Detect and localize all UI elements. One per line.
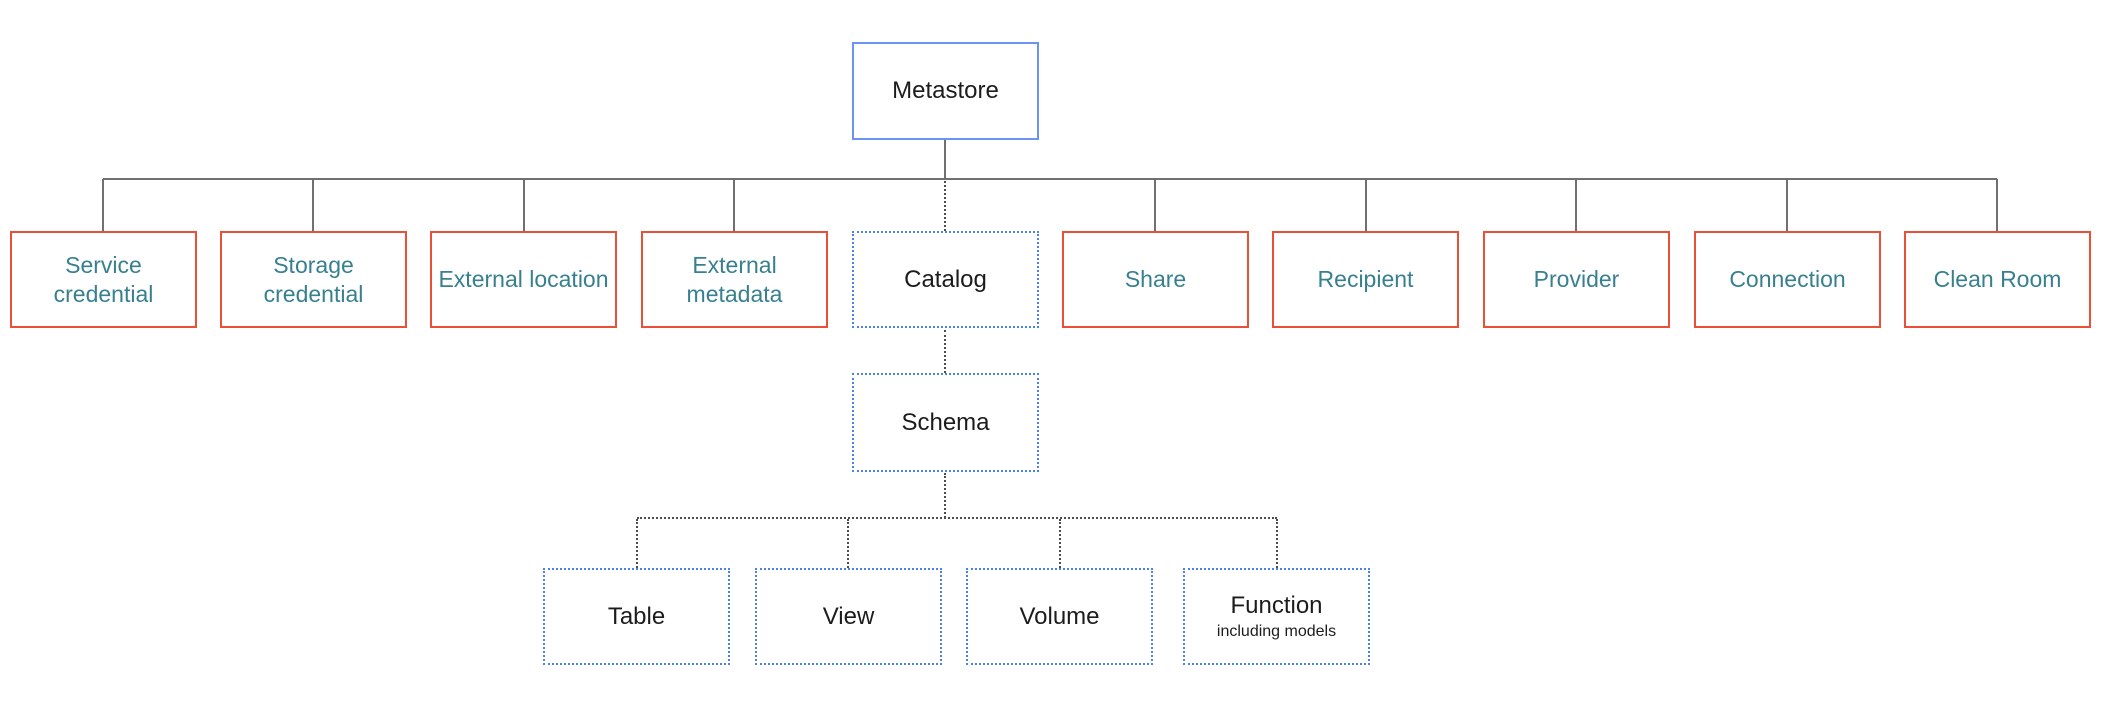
connector-drop-clean-room [1996, 179, 1998, 232]
connector-metastore-stem [944, 140, 946, 179]
node-storage-credential: Storage credential [220, 231, 407, 328]
node-external-metadata: External metadata [641, 231, 828, 328]
node-clean-room: Clean Room [1904, 231, 2091, 328]
node-schema: Schema [852, 373, 1039, 472]
connector-catalog-schema [944, 330, 946, 373]
node-share-label: Share [1124, 266, 1187, 293]
node-function-label: Function [1230, 592, 1323, 620]
node-storage-credential-label: Storage credential [263, 252, 364, 307]
connector-drop-external-location [523, 179, 525, 232]
node-service-credential-label: Service credential [53, 252, 154, 307]
connector-schema-stem [944, 473, 946, 518]
connector-drop-external-metadata [733, 179, 735, 232]
node-provider: Provider [1483, 231, 1670, 328]
node-volume-label: Volume [1019, 602, 1100, 630]
node-function: Function including models [1183, 568, 1370, 665]
connector-drop-share [1154, 179, 1156, 232]
node-view-label: View [822, 602, 875, 630]
node-table-label: Table [607, 602, 666, 630]
connector-drop-recipient [1365, 179, 1367, 232]
node-metastore: Metastore [852, 42, 1039, 140]
connector-drop-table [636, 519, 638, 568]
node-recipient-label: Recipient [1317, 266, 1414, 293]
node-catalog: Catalog [852, 231, 1039, 328]
connector-tier1-bus [103, 178, 1997, 180]
connector-drop-catalog [944, 181, 946, 231]
node-connection: Connection [1694, 231, 1881, 328]
node-recipient: Recipient [1272, 231, 1459, 328]
node-service-credential: Service credential [10, 231, 197, 328]
connector-tier3-bus [637, 517, 1277, 519]
node-schema-label: Schema [901, 408, 990, 436]
node-connection-label: Connection [1729, 266, 1846, 293]
node-catalog-label: Catalog [904, 265, 987, 293]
connector-drop-storage-credential [312, 179, 314, 232]
node-external-location: External location [430, 231, 617, 328]
connector-drop-provider [1575, 179, 1577, 232]
node-external-metadata-label: External metadata [686, 252, 783, 307]
connector-drop-view [847, 519, 849, 568]
node-function-sublabel: including models [1216, 623, 1337, 641]
node-provider-label: Provider [1533, 266, 1620, 293]
connector-drop-connection [1786, 179, 1788, 232]
node-external-location-label: External location [438, 266, 609, 293]
connector-drop-volume [1059, 519, 1061, 568]
connector-drop-function [1276, 519, 1278, 568]
connector-drop-service-credential [102, 179, 104, 232]
node-table: Table [543, 568, 730, 665]
node-metastore-label: Metastore [892, 77, 999, 105]
node-volume: Volume [966, 568, 1153, 665]
node-view: View [755, 568, 942, 665]
node-clean-room-label: Clean Room [1933, 266, 2062, 293]
node-share: Share [1062, 231, 1249, 328]
